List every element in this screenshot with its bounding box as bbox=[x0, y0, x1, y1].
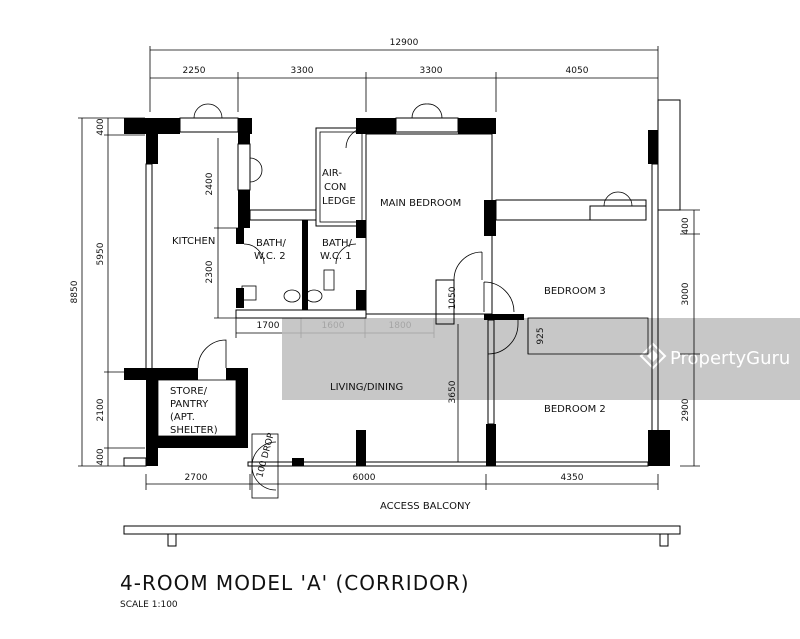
dim-bottom-1: 2700 bbox=[185, 473, 208, 483]
room-labels: KITCHEN BATH/ W.C. 2 BATH/ W.C. 1 AIR- C… bbox=[170, 168, 606, 512]
right-dimensions: 400 3000 2900 bbox=[680, 209, 700, 467]
dim-top-4: 4050 bbox=[566, 66, 589, 76]
dim-kitchen-1: 2400 bbox=[205, 172, 215, 195]
label-bath1-2: W.C. 1 bbox=[320, 251, 352, 262]
label-aircon-1: AIR- bbox=[322, 168, 342, 179]
label-bath1-1: BATH/ bbox=[322, 238, 353, 249]
bottom-dimensions: 2700 6000 4350 bbox=[145, 473, 659, 490]
dim-bath-1: 1700 bbox=[257, 321, 280, 331]
dim-left-overall: 8850 bbox=[70, 280, 80, 303]
dim-right-3: 2900 bbox=[681, 398, 691, 421]
dim-right-2: 3000 bbox=[681, 282, 691, 305]
label-aircon-2: CON bbox=[324, 182, 346, 193]
label-aircon-3: LEDGE bbox=[322, 196, 356, 207]
plan-scale: SCALE 1:100 bbox=[120, 600, 178, 610]
label-store-3: (APT. bbox=[170, 412, 195, 423]
dim-top-2: 3300 bbox=[291, 66, 314, 76]
label-store-2: PANTRY bbox=[170, 399, 209, 410]
dim-3650: 3650 bbox=[448, 380, 458, 403]
openings bbox=[179, 103, 647, 499]
watermark: PropertyGuru bbox=[282, 318, 800, 400]
dim-925: 925 bbox=[536, 327, 546, 344]
top-dimensions: 12900 2250 3300 3300 4050 bbox=[149, 38, 659, 112]
dim-kitchen-2: 2300 bbox=[205, 260, 215, 283]
watermark-text: PropertyGuru bbox=[670, 348, 790, 369]
label-main-bedroom: MAIN BEDROOM bbox=[380, 198, 461, 209]
kitchen-inner-dimensions: 2400 2300 bbox=[205, 138, 240, 319]
label-bedroom3: BEDROOM 3 bbox=[544, 286, 606, 297]
label-bedroom2: BEDROOM 2 bbox=[544, 404, 606, 415]
dim-top-3: 3300 bbox=[420, 66, 443, 76]
dim-right-1: 400 bbox=[681, 217, 691, 234]
dim-left-4: 400 bbox=[96, 448, 106, 465]
plan-title: 4-ROOM MODEL 'A' (CORRIDOR) bbox=[120, 571, 470, 595]
dim-overall-width: 12900 bbox=[390, 38, 419, 48]
refuse-chute-label: 100 DROP bbox=[255, 432, 277, 479]
dim-bottom-3: 4350 bbox=[561, 473, 584, 483]
dim-left-1: 400 bbox=[96, 118, 106, 135]
dim-bottom-2: 6000 bbox=[353, 473, 376, 483]
label-access-balcony: ACCESS BALCONY bbox=[380, 501, 471, 512]
dim-top-1: 2250 bbox=[183, 66, 206, 76]
label-store-4: SHELTER) bbox=[170, 425, 218, 436]
dim-door-1050: 1050 bbox=[448, 286, 458, 309]
label-bath2-1: BATH/ bbox=[256, 238, 287, 249]
label-kitchen: KITCHEN bbox=[172, 236, 215, 247]
propertyguru-logo-icon bbox=[639, 342, 667, 370]
walls bbox=[123, 99, 681, 467]
dim-left-3: 2100 bbox=[96, 398, 106, 421]
left-dimensions: 8850 400 5950 2100 400 bbox=[70, 117, 145, 467]
dim-left-2: 5950 bbox=[96, 242, 106, 265]
balcony-edge bbox=[123, 525, 681, 547]
watermark-band bbox=[282, 318, 800, 400]
label-living: LIVING/DINING bbox=[330, 382, 403, 393]
label-store-1: STORE/ bbox=[170, 386, 208, 397]
label-bath2-2: W.C. 2 bbox=[254, 251, 286, 262]
